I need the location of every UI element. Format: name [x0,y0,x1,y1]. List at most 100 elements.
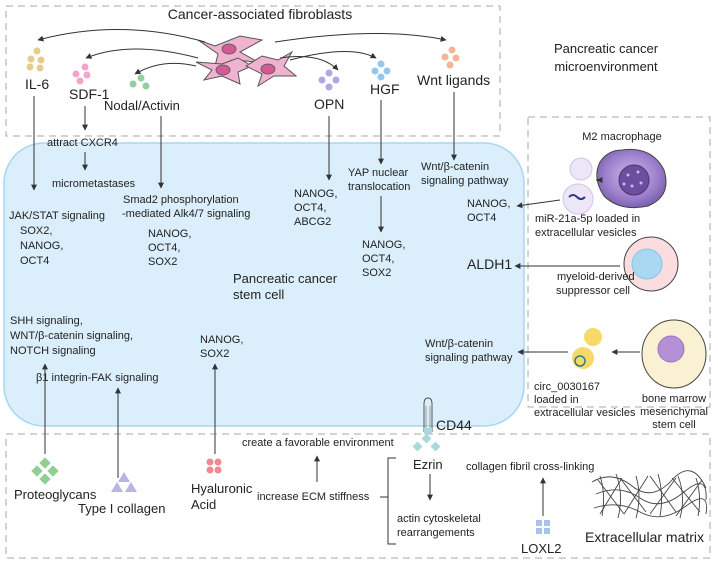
ezrin-icon [412,433,441,452]
svg-text:NANOG,: NANOG, [200,334,243,346]
circ-pathway-text: Wnt/β-catenin signaling pathway [425,338,513,364]
ecm-bracket [387,457,396,545]
immune-region-border [527,116,711,408]
factor-arrows [31,92,457,233]
bmsc-label: bone marrow mesenchymal stem cell [640,393,708,431]
actin-text: actin cytoskeletal rearrangements [397,513,481,539]
svg-text:YAP nuclear: YAP nuclear [348,167,408,179]
svg-text:OCT4,: OCT4, [362,253,394,265]
fibroblast-cells-icon [195,35,298,88]
proteoglycan-icon [31,457,59,485]
smad-text: Smad2 phosphorylation -mediated Alk4/7 s… [122,194,250,220]
opn-output-text: NANOG, OCT4, ABCG2 [294,188,337,228]
aldh1-label: ALDH1 [467,256,512,272]
m2-macrophage-icon [596,148,667,209]
loxl2-label: LOXL2 [521,541,561,556]
cd44-label: CD44 [436,417,472,433]
svg-text:SOX2: SOX2 [148,256,177,268]
sdf1-label: SDF-1 [69,86,110,102]
ecm-region-border [5,433,711,559]
svg-text:circ_0030167: circ_0030167 [534,381,600,393]
jak-stat-text: JAK/STAT signaling SOX2, NANOG, OCT4 [9,210,105,267]
yap-text: YAP nuclear translocation [348,167,410,193]
crosslink-text: collagen fibril cross-linking [466,461,594,473]
svg-text:rearrangements: rearrangements [397,527,475,539]
svg-text:OCT4,: OCT4, [148,242,180,254]
cxcr4-text: attract CXCR4 [47,137,118,149]
mir-output-text: NANOG, OCT4 [467,198,510,224]
caf-title: Cancer-associated fibroblasts [168,6,352,22]
svg-text:mesenchymal: mesenchymal [640,406,708,418]
svg-text:Hyaluronic: Hyaluronic [191,481,253,496]
ha-label: Hyaluronic Acid [191,481,253,512]
svg-text:NANOG,: NANOG, [20,240,63,252]
svg-text:OCT4: OCT4 [20,255,49,267]
ha-output-text: NANOG, SOX2 [200,334,243,360]
stem-cell-title-line1: Pancreatic cancer [233,271,338,286]
ecm-fiber-icon [591,470,708,519]
stem-cell-title-line2: stem cell [233,287,284,302]
caf-region-border [5,5,501,137]
svg-text:extracellular vesicles: extracellular vesicles [534,407,636,419]
cd44-receptor-icon [423,397,433,434]
mir-ev-text: miR-21a-5p loaded in extracellular vesic… [535,213,640,239]
ecm-label: Extracellular matrix [585,529,704,545]
il6-label: IL-6 [25,76,49,92]
svg-text:bone marrow: bone marrow [642,393,706,405]
svg-text:Smad2 phosphorylation: Smad2 phosphorylation [123,194,239,206]
svg-text:loaded in: loaded in [534,394,579,406]
wnt-label: Wnt ligands [417,72,490,88]
mdsc-label: myeloid-derived suppressor cell [556,271,635,297]
smad-output-text: NANOG, OCT4, SOX2 [148,228,191,268]
stiffness-text: increase ECM stiffness [257,491,370,503]
svg-text:SOX2: SOX2 [362,267,391,279]
svg-text:OCT4: OCT4 [467,212,496,224]
hgf-dots-icon [371,60,391,81]
svg-text:translocation: translocation [348,181,410,193]
loxl2-icon [536,520,550,534]
yap-output-text: NANOG, OCT4, SOX2 [362,239,405,279]
nodal-dots-icon [129,74,150,90]
svg-text:signaling pathway: signaling pathway [421,175,509,187]
svg-text:SOX2,: SOX2, [20,225,52,237]
svg-text:NANOG,: NANOG, [294,188,337,200]
sdf1-dots-icon [72,63,91,85]
svg-text:signaling pathway: signaling pathway [425,352,513,364]
m2-label: M2 macrophage [582,131,662,143]
integrin-text: β1 integrin-FAK signaling [36,372,159,384]
svg-text:extracellular vesicles: extracellular vesicles [535,227,637,239]
microenv-title-line2: microenvironment [554,59,658,74]
hgf-label: HGF [370,81,400,97]
svg-text:JAK/STAT signaling: JAK/STAT signaling [9,210,105,222]
svg-text:myeloid-derived: myeloid-derived [557,271,635,283]
collagen-icon [111,472,137,492]
ev-mir-icon [562,157,594,215]
mdsc-icon [623,236,679,292]
region-borders [5,5,711,559]
svg-text:Acid: Acid [191,497,216,512]
caf-arrows [37,29,447,75]
microenv-title-line1: Pancreatic cancer [554,41,659,56]
svg-text:ABCG2: ABCG2 [294,216,331,228]
svg-text:NOTCH signaling: NOTCH signaling [10,345,96,357]
svg-text:miR-21a-5p loaded in: miR-21a-5p loaded in [535,213,640,225]
stem-cell-region [3,142,525,427]
svg-text:OCT4,: OCT4, [294,202,326,214]
circ-ev-icon [572,328,602,369]
svg-text:SHH signaling,: SHH signaling, [10,315,83,327]
wnt-pathway-text: Wnt/β-catenin signaling pathway [421,161,509,187]
ha-icon [206,458,222,474]
svg-text:NANOG,: NANOG, [467,198,510,210]
svg-text:Wnt/β-catenin: Wnt/β-catenin [425,338,493,350]
shh-text: SHH signaling, WNT/β-catenin signaling, … [10,315,133,357]
circ-ev-text: circ_0030167 loaded in extracellular ves… [534,381,636,419]
svg-text:actin cytoskeletal: actin cytoskeletal [397,513,481,525]
svg-text:Wnt/β-catenin: Wnt/β-catenin [421,161,489,173]
ev-to-nanog-arrow [516,199,561,209]
opn-label: OPN [314,96,344,112]
micromet-text: micrometastases [52,178,136,190]
favorable-text: create a favorable environment [242,437,394,449]
svg-text:stem cell: stem cell [652,419,695,431]
ezrin-label: Ezrin [413,457,443,472]
proteoglycans-label: Proteoglycans [14,487,97,502]
